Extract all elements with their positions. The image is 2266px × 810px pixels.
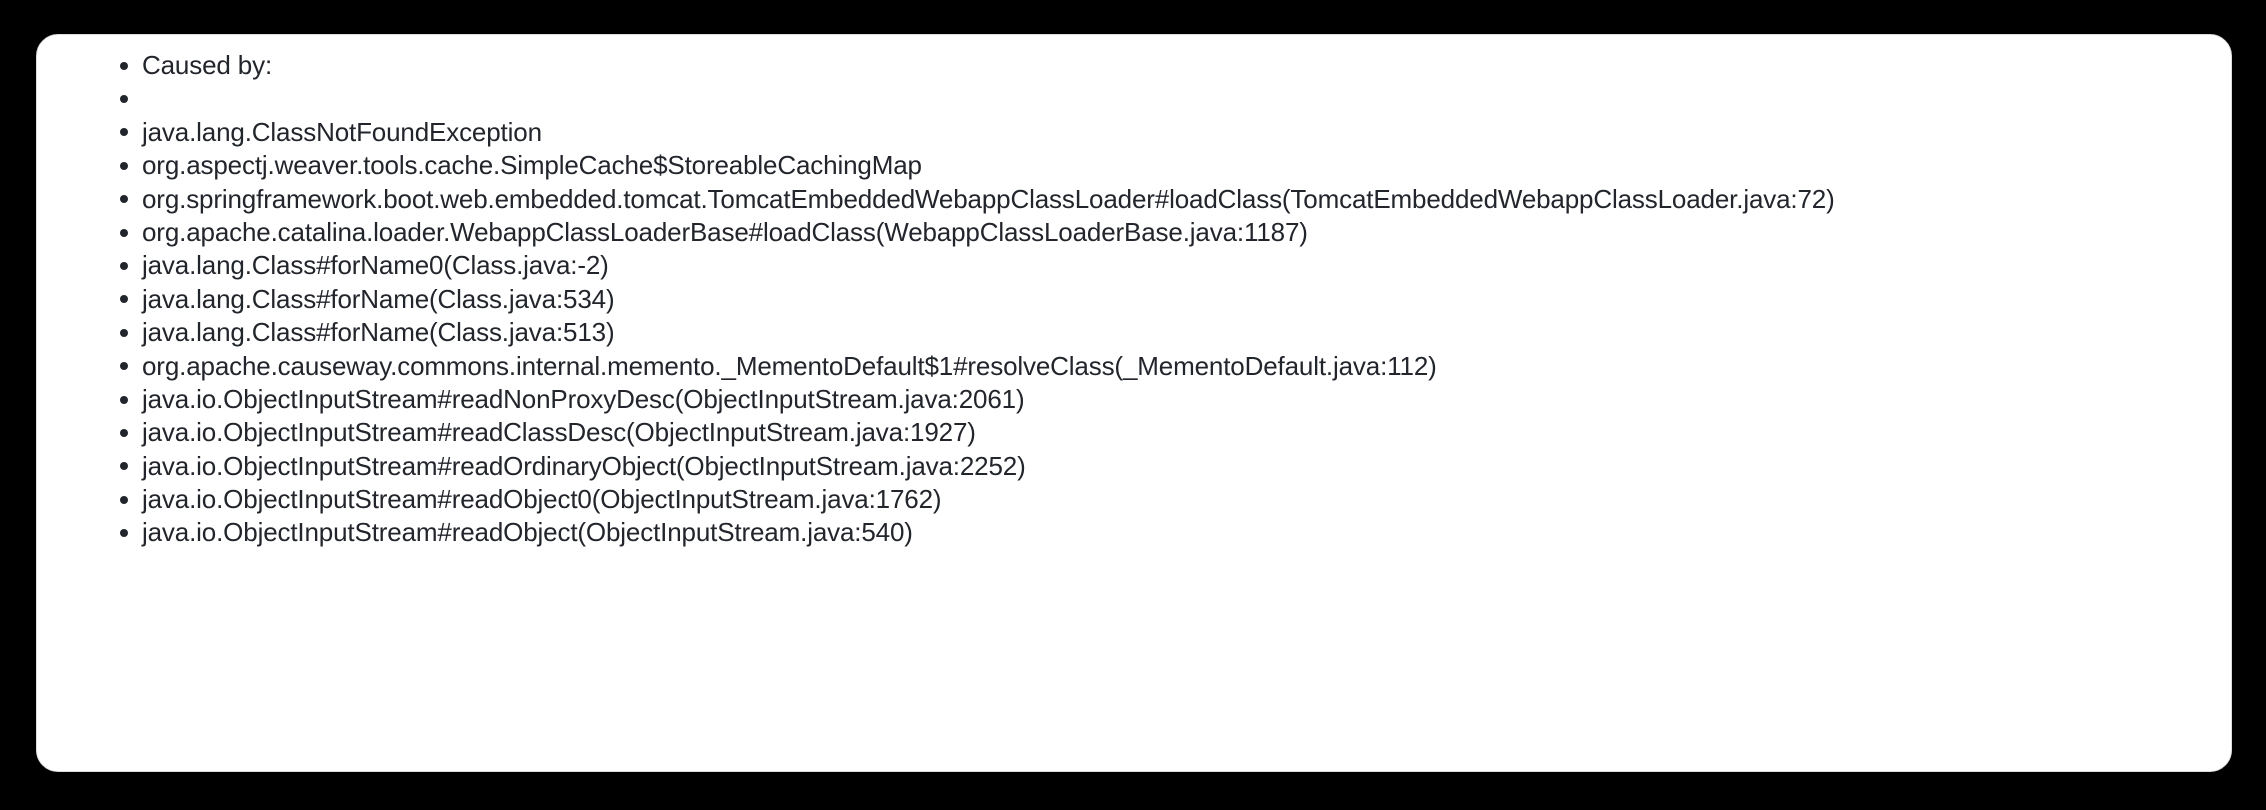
stacktrace-line	[37, 82, 2231, 115]
stacktrace-line-text: java.lang.ClassNotFoundException	[142, 116, 542, 147]
stacktrace-line: java.io.ObjectInputStream#readOrdinaryOb…	[37, 450, 2231, 483]
stacktrace-line: java.io.ObjectInputStream#readClassDesc(…	[37, 416, 2231, 449]
stacktrace-line: java.io.ObjectInputStream#readObject0(Ob…	[37, 483, 2231, 516]
stacktrace-line: java.lang.Class#forName(Class.java:513)	[37, 316, 2231, 349]
stacktrace-line: Caused by:	[37, 49, 2231, 82]
stacktrace-line-text: java.io.ObjectInputStream#readObject0(Ob…	[142, 484, 942, 515]
stacktrace-line-text: org.aspectj.weaver.tools.cache.SimpleCac…	[142, 150, 922, 181]
stacktrace-line-text: java.io.ObjectInputStream#readObject(Obj…	[142, 517, 913, 548]
stacktrace-line: java.lang.ClassNotFoundException	[37, 116, 2231, 149]
stacktrace-line: java.io.ObjectInputStream#readNonProxyDe…	[37, 383, 2231, 416]
stacktrace-card: Caused by: java.lang.ClassNotFoundExcepti…	[36, 34, 2232, 772]
stacktrace-line: java.io.ObjectInputStream#readObject(Obj…	[37, 516, 2231, 549]
stacktrace-line-text: Caused by:	[142, 50, 273, 80]
stacktrace-line-text: java.lang.Class#forName(Class.java:513)	[142, 317, 615, 348]
stacktrace-line: java.lang.Class#forName(Class.java:534)	[37, 283, 2231, 316]
stacktrace-line: org.apache.causeway.commons.internal.mem…	[37, 350, 2231, 383]
stacktrace-line-text: java.io.ObjectInputStream#readNonProxyDe…	[142, 383, 1025, 414]
stacktrace-line: org.springframework.boot.web.embedded.to…	[37, 183, 2231, 216]
stacktrace-line: java.lang.Class#forName0(Class.java:-2)	[37, 249, 2231, 282]
stacktrace-line: org.aspectj.weaver.tools.cache.SimpleCac…	[37, 149, 2231, 182]
stacktrace-line-text: java.lang.Class#forName(Class.java:534)	[142, 283, 615, 314]
stacktrace-line-text: org.apache.catalina.loader.WebappClassLo…	[142, 216, 1308, 247]
stacktrace-line-text: org.apache.causeway.commons.internal.mem…	[142, 350, 1437, 381]
stacktrace-list: Caused by: java.lang.ClassNotFoundExcepti…	[37, 35, 2231, 550]
stacktrace-line-text: java.lang.Class#forName0(Class.java:-2)	[142, 250, 609, 281]
stacktrace-line: org.apache.catalina.loader.WebappClassLo…	[37, 216, 2231, 249]
stacktrace-line-text: org.springframework.boot.web.embedded.to…	[142, 183, 1835, 214]
stacktrace-line-text: java.io.ObjectInputStream#readOrdinaryOb…	[142, 450, 1026, 481]
stacktrace-line-text: java.io.ObjectInputStream#readClassDesc(…	[142, 417, 976, 448]
